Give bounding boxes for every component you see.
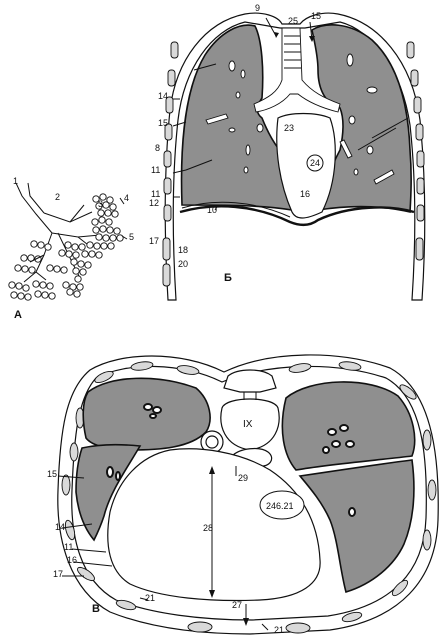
right-lung-lower [75, 443, 142, 542]
label-c-28: 28 [203, 523, 213, 533]
section-ribs [61, 361, 437, 634]
left-lung-lower [298, 459, 415, 594]
panel-label-c: В [92, 603, 100, 615]
mediastinum [276, 112, 336, 219]
label-b-23: 23 [284, 123, 294, 133]
label-b-11a: 11 [151, 165, 160, 175]
label-a-5: 5 [129, 232, 134, 242]
label-c-21a: 21 [145, 593, 155, 603]
label-a-1: 1 [13, 176, 18, 186]
right-ribs [406, 41, 425, 261]
left-ribs [162, 41, 179, 287]
diaphragm-dome [107, 448, 321, 602]
label-b-24: 24 [310, 158, 320, 168]
label-b-14: 14 [158, 91, 168, 101]
right-lung-upper [82, 377, 211, 451]
panel-c-labels: 15 29 246.21 28 14 11 16 17 21 27 21 IX [47, 419, 294, 635]
panel-c-transverse-section [57, 354, 439, 635]
label-b-20: 20 [178, 259, 188, 269]
label-b-10: 10 [207, 205, 217, 215]
lung-vessels [205, 53, 395, 185]
label-b-11b: 11 [151, 189, 160, 199]
label-c-14: 14 [55, 522, 65, 532]
label-b-16: 16 [300, 189, 310, 199]
left-lung [311, 24, 412, 213]
label-c-15: 15 [47, 469, 57, 479]
label-b-9: 9 [255, 3, 260, 13]
label-c-17: 17 [53, 569, 63, 579]
label-a-4: 4 [124, 193, 129, 203]
label-c-246-21: 246.21 [266, 501, 294, 511]
label-b-25: 25 [288, 16, 298, 26]
label-b-8: 8 [155, 143, 160, 153]
label-a-2: 2 [55, 192, 60, 202]
panel-a-labels: 1 2 3 4 5 [13, 176, 134, 242]
label-b-18: 18 [178, 245, 188, 255]
label-c-16: 16 [67, 555, 77, 565]
section-vessels [106, 403, 356, 517]
panel-label-b: Б [224, 272, 232, 284]
label-b-15a: 15 [311, 11, 321, 21]
label-c-11: 11 [64, 542, 73, 552]
label-c-29: 29 [238, 473, 248, 483]
diaphragm [179, 205, 415, 226]
panel-a-bronchial-tree [8, 182, 128, 301]
trachea [253, 27, 341, 113]
label-c-21b: 21 [274, 625, 284, 635]
label-b-12: 12 [149, 198, 159, 208]
label-a-3: 3 [98, 199, 103, 209]
left-lung-upper [281, 381, 416, 471]
panel-label-a: А [14, 309, 22, 321]
vertebra [223, 369, 277, 393]
label-b-15b: 15 [158, 118, 168, 128]
panel-b-labels: 9 25 15 14 15 23 8 24 11 11 16 12 10 17 … [149, 3, 321, 269]
label-vertebra: IX [243, 419, 253, 430]
panel-b-frontal-section [162, 12, 426, 301]
label-b-17: 17 [149, 236, 159, 246]
label-c-27: 27 [232, 600, 242, 610]
alveoli-clusters [8, 193, 124, 301]
